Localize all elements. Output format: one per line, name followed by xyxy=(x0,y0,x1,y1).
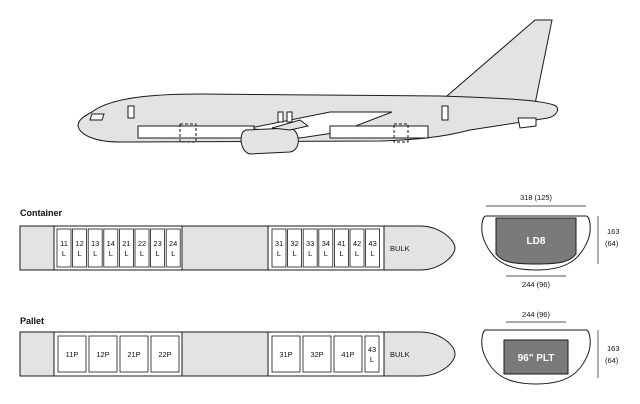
pallet-position-32P-label: 32P xyxy=(310,350,323,359)
container-position-21-suffix: L xyxy=(124,249,128,258)
pallet-position-41P xyxy=(333,335,363,373)
container-position-13-number: 13 xyxy=(91,239,99,248)
container-bulk-label: BULK xyxy=(390,244,410,253)
container-position-22-suffix: L xyxy=(140,249,144,258)
container-position-12-number: 12 xyxy=(75,239,83,248)
ld8-container-shape xyxy=(495,217,577,265)
aircraft-side-view xyxy=(77,19,559,155)
engine xyxy=(240,127,299,155)
container-position-22-number: 22 xyxy=(138,239,146,248)
container-position-43 xyxy=(365,228,381,268)
container-position-43-suffix: L xyxy=(371,249,375,258)
pallet-height-dim: 163 xyxy=(607,344,620,353)
container-position-31-number: 31 xyxy=(275,239,283,248)
container-position-42-suffix: L xyxy=(355,249,359,258)
container-position-22 xyxy=(134,228,150,268)
container-position-41-suffix: L xyxy=(339,249,343,258)
pallet-position-21P xyxy=(119,335,149,373)
horizontal-stabilizer xyxy=(517,117,537,129)
container-position-33-number: 33 xyxy=(306,239,314,248)
pallet-container-position-suffix: L xyxy=(370,355,374,364)
pallet-position-21P-label: 21P xyxy=(127,350,140,359)
container-position-13-suffix: L xyxy=(93,249,97,258)
container-position-23-number: 23 xyxy=(153,239,161,248)
pallet-position-32P xyxy=(302,335,332,373)
pallet-load-label: 96" PLT xyxy=(518,353,555,364)
container-position-34 xyxy=(318,228,334,268)
pallet-top-dim: 244 (96) xyxy=(522,310,550,319)
container-position-43-number: 43 xyxy=(368,239,376,248)
aft-passenger-door xyxy=(441,105,449,121)
pallet-position-41P-label: 41P xyxy=(341,350,354,359)
mid-passenger-door-2 xyxy=(286,111,293,123)
container-position-31-suffix: L xyxy=(277,249,281,258)
container-position-34-suffix: L xyxy=(324,249,328,258)
mid-passenger-door-1 xyxy=(277,111,284,123)
container-position-14 xyxy=(103,228,119,268)
aft-hold-outline xyxy=(329,125,429,139)
container-position-31 xyxy=(271,228,287,268)
pallet-container-position-number: 43 xyxy=(368,345,376,354)
ld8-top-dim: 318 (125) xyxy=(520,193,553,202)
forward-hold-outline xyxy=(137,125,255,139)
pallet-load-shape xyxy=(503,339,569,375)
container-position-13 xyxy=(87,228,103,268)
container-position-42 xyxy=(349,228,365,268)
container-position-23 xyxy=(150,228,166,268)
container-position-32-suffix: L xyxy=(293,249,297,258)
pallet-position-22P-label: 22P xyxy=(158,350,171,359)
pallet-bulk-label: BULK xyxy=(390,350,410,359)
container-position-21 xyxy=(119,228,134,268)
container-position-32 xyxy=(287,228,303,268)
container-position-33-suffix: L xyxy=(308,249,312,258)
pallet-height-dim-in: (64) xyxy=(605,356,619,365)
container-position-23-suffix: L xyxy=(156,249,160,258)
container-position-24 xyxy=(165,228,181,268)
vertical-stabilizer xyxy=(438,19,553,105)
pallet-cross-section: 96" PLT 244 (96) 163 (64) xyxy=(481,310,620,385)
pallet-container-position-43 xyxy=(364,335,380,373)
aft-cargo-door xyxy=(393,123,409,143)
pallet-position-31P xyxy=(271,335,301,373)
container-position-12 xyxy=(72,228,87,268)
pallet-position-11P xyxy=(57,335,87,373)
container-position-24-suffix: L xyxy=(171,249,175,258)
pallet-position-12P xyxy=(88,335,118,373)
container-position-11-number: 11 xyxy=(60,239,68,248)
container-position-11 xyxy=(56,228,72,268)
pallet-position-31P-label: 31P xyxy=(279,350,292,359)
pallet-section-title: Pallet xyxy=(20,316,45,326)
container-position-11-suffix: L xyxy=(62,249,66,258)
container-section-title: Container xyxy=(20,208,63,218)
container-position-42-number: 42 xyxy=(353,239,361,248)
engine-pylon xyxy=(271,119,310,131)
container-position-41-number: 41 xyxy=(337,239,345,248)
container-position-33 xyxy=(302,228,318,268)
forward-cargo-door xyxy=(179,123,197,143)
pallet-deck: 11P 12P 21P 22P 31P 32P 41P 43L BULK xyxy=(19,331,456,377)
container-position-14-number: 14 xyxy=(107,239,115,248)
ld8-height-dim-in: (64) xyxy=(605,239,619,248)
container-position-34-number: 34 xyxy=(322,239,330,248)
ld8-cross-section: LD8 318 (125) 244 (96) 163 (64) xyxy=(481,193,620,289)
container-position-24-number: 24 xyxy=(169,239,177,248)
container-position-32-number: 32 xyxy=(290,239,298,248)
ld8-label: LD8 xyxy=(527,236,546,247)
forward-passenger-door xyxy=(127,105,135,119)
pallet-position-11P-label: 11P xyxy=(66,350,79,359)
ld8-bottom-dim: 244 (96) xyxy=(522,280,550,289)
ld8-height-dim: 163 xyxy=(607,227,620,236)
container-position-12-suffix: L xyxy=(78,249,82,258)
pallet-position-22P xyxy=(150,335,180,373)
pallet-position-12P-label: 12P xyxy=(96,350,109,359)
container-position-41 xyxy=(333,228,349,268)
cockpit-windows xyxy=(89,113,105,121)
container-position-14-suffix: L xyxy=(109,249,113,258)
container-position-21-number: 21 xyxy=(122,239,130,248)
